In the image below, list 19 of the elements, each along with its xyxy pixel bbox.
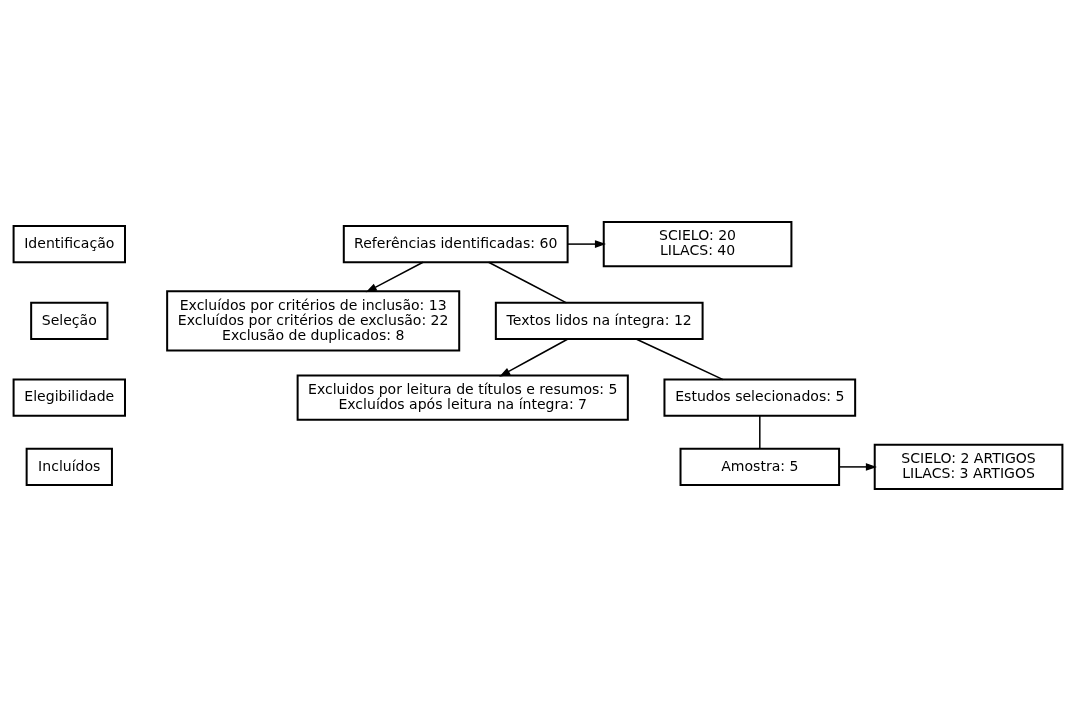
connector bbox=[635, 338, 724, 381]
node-box: Identificação bbox=[12, 225, 126, 264]
arrow bbox=[838, 463, 877, 471]
node-box: Incluídos bbox=[25, 447, 113, 486]
node-box: Amostra: 5 bbox=[679, 447, 841, 486]
node-box: SCIELO: 2 ARTIGOS LILACS: 3 ARTIGOS bbox=[873, 443, 1064, 490]
connector bbox=[759, 415, 761, 450]
node-box: Estudos selecionados: 5 bbox=[663, 378, 857, 417]
arrow bbox=[365, 261, 424, 293]
connector bbox=[487, 261, 568, 304]
node-box: SCIELO: 20 LILACS: 40 bbox=[602, 221, 793, 268]
arrow bbox=[499, 338, 569, 377]
node-box: Referências identificadas: 60 bbox=[342, 225, 569, 264]
node-box: Textos lidos na íntegra: 12 bbox=[494, 301, 704, 340]
node-box: Excluídos por critérios de inclusão: 13 Excluídos por critérios de exclusão: 22 Exclusão de duplicados: 8 bbox=[166, 290, 461, 352]
node-box: Elegibilidade bbox=[12, 378, 126, 417]
node-box: Seleção bbox=[30, 301, 109, 340]
node-box: Excluidos por leitura de títulos e resumos: 5 Excluídos após leitura na íntegra: 7 bbox=[296, 374, 629, 421]
arrow bbox=[566, 240, 606, 248]
